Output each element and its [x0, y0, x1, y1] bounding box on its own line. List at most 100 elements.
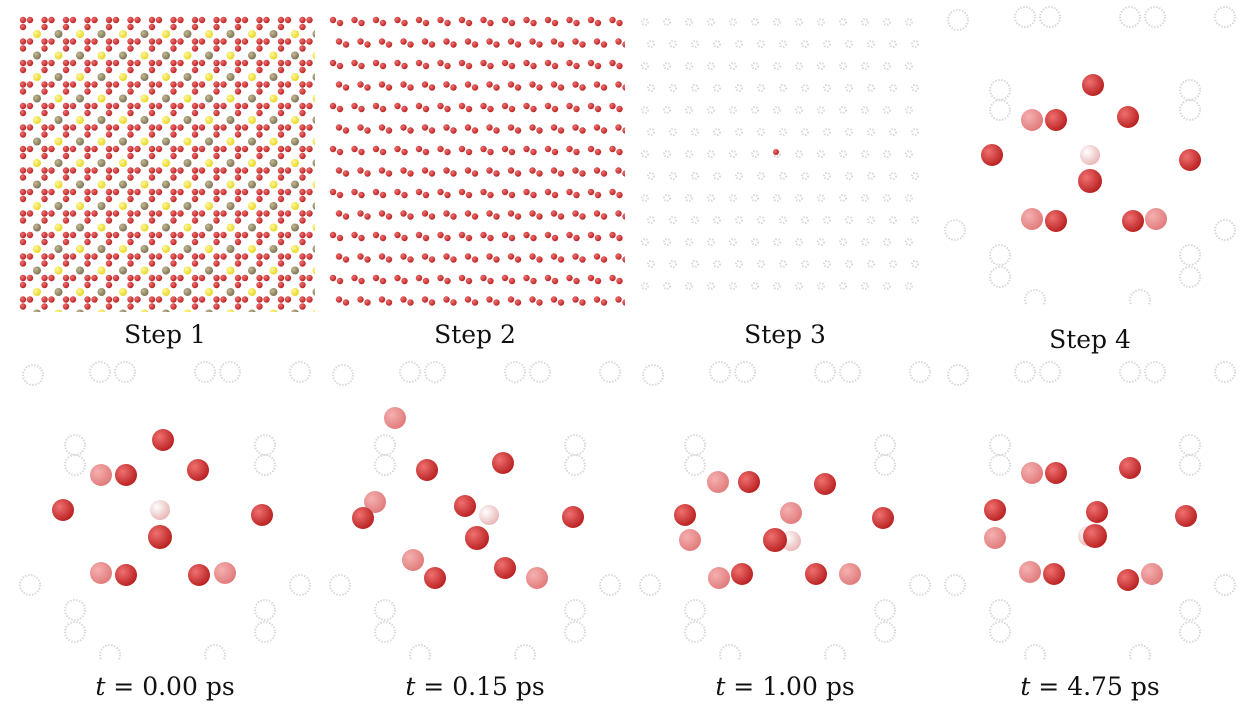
metal-atom: [76, 309, 84, 312]
oxygen-atom: [299, 16, 306, 24]
oxygen-atom: [105, 88, 113, 95]
ghost-atom: [947, 364, 969, 386]
oxygen-atom: [394, 59, 401, 67]
oxygen-atom: [105, 210, 113, 217]
oxygen-atom: [134, 38, 141, 45]
oxygen-atom: [26, 145, 34, 153]
oxygen-atom: [213, 66, 220, 74]
oxygen-atom: [148, 167, 156, 174]
oxygen-atom: [587, 59, 595, 67]
oxygen-atom: [984, 527, 1006, 549]
yellow-atom: [76, 159, 84, 167]
oxygen-atom: [529, 81, 536, 88]
oxygen-atom: [134, 124, 141, 131]
oxygen-atom: [177, 38, 184, 45]
oxygen-atom: [148, 174, 156, 181]
ghost-atom: [909, 361, 931, 383]
oxygen-atom: [351, 274, 358, 282]
oxygen-atom: [84, 152, 91, 160]
oxygen-atom: [415, 188, 423, 196]
oxygen-atom: [306, 274, 313, 282]
oxygen-atom: [536, 170, 543, 177]
yellow-atom: [312, 94, 315, 103]
oxygen-atom: [465, 191, 473, 199]
oxygen-atom: [487, 191, 494, 199]
ghost-atom: [889, 172, 897, 180]
oxygen-atom: [105, 231, 113, 239]
oxygen-atom: [277, 167, 285, 174]
oxygen-atom: [127, 59, 134, 67]
oxygen-atom: [364, 213, 371, 220]
oxygen-atom: [622, 84, 625, 91]
oxygen-atom: [708, 567, 730, 589]
oxygen-atom: [593, 210, 601, 217]
oxygen-atom: [105, 296, 113, 303]
oxygen-atom: [394, 274, 401, 282]
ghost-atom: [944, 219, 966, 241]
oxygen-atom: [536, 299, 543, 306]
oxygen-atom: [336, 148, 344, 156]
oxygen-atom: [329, 102, 337, 110]
ghost-atom: [989, 454, 1011, 476]
oxygen-atom: [220, 145, 227, 153]
oxygen-atom: [487, 148, 494, 156]
oxygen-atom: [465, 62, 473, 70]
oxygen-atom: [148, 296, 156, 303]
ghost-atom: [1119, 361, 1141, 383]
oxygen-atom: [213, 188, 220, 196]
oxygen-atom: [551, 277, 559, 285]
ghost-atom: [773, 238, 781, 246]
oxygen-atom: [48, 38, 55, 45]
oxygen-atom: [336, 191, 344, 199]
oxygen-atom: [480, 274, 487, 282]
oxygen-atom: [514, 84, 522, 91]
oxygen-atom: [487, 277, 494, 285]
oxygen-atom: [234, 303, 242, 310]
oxygen-atom: [501, 274, 509, 282]
oxygen-atom: [299, 66, 306, 74]
oxygen-atom: [336, 19, 344, 27]
oxygen-atom: [191, 102, 199, 110]
yellow-atom: [119, 73, 127, 81]
yellow-atom: [33, 116, 41, 124]
oxygen-atom: [198, 59, 206, 67]
oxygen-atom: [19, 81, 27, 88]
oxygen-atom: [19, 238, 27, 246]
oxygen-atom: [385, 84, 393, 91]
oxygen-atom: [464, 296, 472, 303]
oxygen-atom: [62, 131, 70, 138]
oxygen-atom: [213, 38, 220, 45]
ghost-atom: [911, 84, 919, 92]
oxygen-atom: [220, 124, 227, 131]
oxygen-atom: [306, 188, 313, 196]
yellow-atom: [54, 137, 63, 146]
oxygen-atom: [593, 296, 601, 303]
oxygen-atom: [444, 277, 451, 285]
oxygen-atom: [458, 16, 466, 24]
metal-atom: [183, 245, 192, 253]
ghost-atom: [779, 172, 787, 180]
oxygen-atom: [234, 38, 242, 45]
oxygen-atom: [177, 296, 184, 303]
oxygen-atom: [41, 238, 48, 246]
oxygen-atom: [191, 38, 199, 45]
metal-atom: [54, 245, 63, 253]
oxygen-atom: [69, 16, 77, 24]
yellow-atom: [205, 288, 213, 296]
oxygen-atom: [600, 170, 608, 177]
oxygen-atom: [587, 274, 595, 282]
oxygen-atom: [148, 217, 156, 224]
yellow-atom: [269, 51, 278, 60]
ghost-atom: [729, 150, 737, 158]
oxygen-atom: [69, 210, 77, 217]
oxygen-atom: [48, 59, 55, 67]
oxygen-atom: [507, 210, 515, 217]
yellow-atom: [162, 116, 170, 124]
oxygen-atom: [615, 38, 622, 45]
ghost-atom: [839, 62, 847, 70]
oxygen-atom: [335, 124, 343, 131]
oxygen-atom: [401, 62, 408, 70]
oxygen-atom: [550, 210, 558, 217]
oxygen-atom: [428, 170, 436, 177]
oxygen-atom: [471, 84, 479, 91]
